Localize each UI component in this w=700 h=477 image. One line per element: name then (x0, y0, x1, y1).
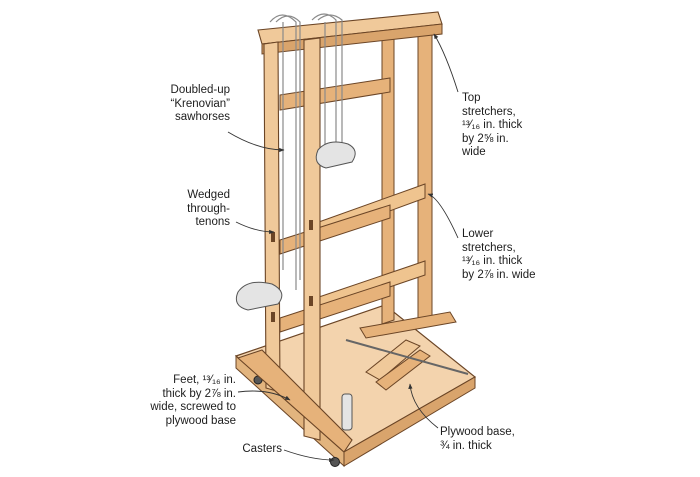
top-stretchers (257, 11, 443, 55)
back-feet (359, 311, 457, 339)
callout-line: sawhorses (175, 111, 230, 123)
callout-casters: Casters (214, 443, 282, 457)
callout-line: wide, screwed to (150, 401, 236, 413)
front-feet (236, 349, 353, 453)
callout-line: by 2⅝ in. (462, 132, 509, 145)
callout-line: Doubled-up (170, 84, 230, 96)
callout-top-stretchers: Top stretchers, ¹³⁄₁₆ in. thick by 2⅝ in… (462, 92, 572, 160)
callout-line: Casters (242, 443, 282, 455)
plywood-base (234, 304, 477, 468)
leader-lines (227, 33, 459, 463)
callout-line: stretchers, (462, 241, 516, 254)
callout-tenons: Wedged through- tenons (160, 189, 230, 230)
callout-line: Wedged (187, 189, 230, 201)
clamps-stored (269, 13, 343, 290)
callout-line: thick by 2⅞ in. (162, 387, 236, 400)
callout-line: “Krenovian” (170, 97, 230, 110)
callout-line: by 2⅞ in. wide (462, 268, 536, 281)
callout-line: Feet, ¹³⁄₁₆ in. (173, 374, 236, 386)
clamp-icon (235, 141, 356, 311)
bar-clamp-icon (341, 339, 469, 431)
lower-stretchers (279, 77, 426, 333)
callout-line: stretchers, (462, 105, 516, 118)
callout-line: Top (462, 92, 481, 104)
callout-line: through- (187, 202, 230, 215)
callout-feet: Feet, ¹³⁄₁₆ in. thick by 2⅞ in. wide, sc… (132, 374, 236, 428)
callout-line: wide (462, 146, 486, 158)
callout-line: ¾ in. thick (440, 439, 492, 452)
callout-lower-stretchers: Lower stretchers, ¹³⁄₁₆ in. thick by 2⅞ … (462, 228, 592, 282)
callout-line: ¹³⁄₁₆ in. thick (462, 255, 523, 267)
callout-base: Plywood base, ¾ in. thick (440, 426, 550, 453)
callout-line: tenons (195, 216, 230, 228)
callout-line: plywood base (165, 414, 236, 427)
callout-line: Lower (462, 228, 494, 240)
callout-line: ¹³⁄₁₆ in. thick (462, 119, 523, 131)
callout-sawhorses: Doubled-up “Krenovian” sawhorses (150, 84, 230, 125)
callout-line: Plywood base, (440, 426, 515, 438)
